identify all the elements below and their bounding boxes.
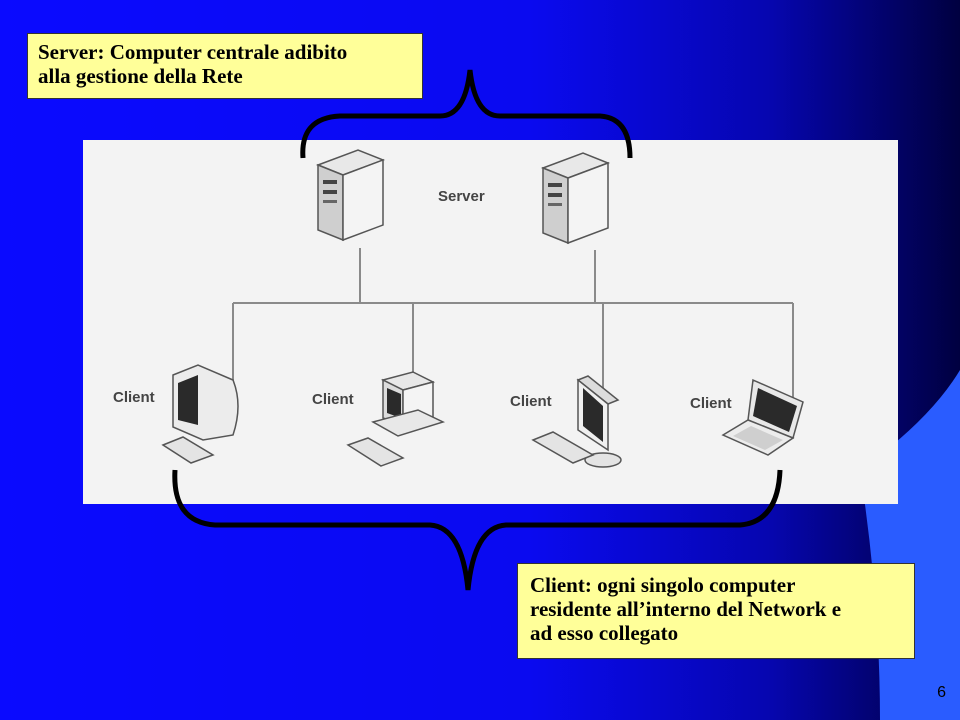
client-label-4: Client: [690, 395, 732, 412]
crt-monitor-icon: [161, 364, 239, 464]
flat-monitor-icon: [531, 375, 622, 468]
client-callout-line-1: Client: ogni singolo computer: [530, 573, 796, 597]
server-callout: Server: Computer centrale adibito alla g…: [27, 33, 423, 99]
server-label: Server: [438, 188, 485, 205]
network-cables: [232, 248, 794, 440]
client-callout: Client: ogni singolo computer residente …: [517, 563, 915, 659]
client-label-1: Client: [113, 389, 155, 406]
server-callout-line-2: alla gestione della Rete: [38, 64, 243, 88]
top-curly-brace: [300, 69, 633, 159]
bottom-curly-brace: [172, 469, 783, 591]
client-callout-line-3: ad esso collegato: [530, 621, 679, 645]
network-diagram-panel: Server Client Client Client Client: [83, 140, 898, 504]
client-label-3: Client: [510, 393, 552, 410]
slide-number: 6: [937, 684, 946, 701]
client-label-2: Client: [312, 391, 354, 408]
laptop-icon: [721, 378, 804, 456]
client-callout-line-2: residente all’interno del Network e: [530, 597, 842, 621]
server-tower-icon: [540, 152, 611, 245]
server-tower-icon: [315, 149, 386, 242]
desktop-pc-icon: [346, 371, 446, 467]
server-callout-line-1: Server: Computer centrale adibito: [38, 40, 348, 64]
network-diagram: Server Client Client Client Client: [113, 149, 804, 468]
